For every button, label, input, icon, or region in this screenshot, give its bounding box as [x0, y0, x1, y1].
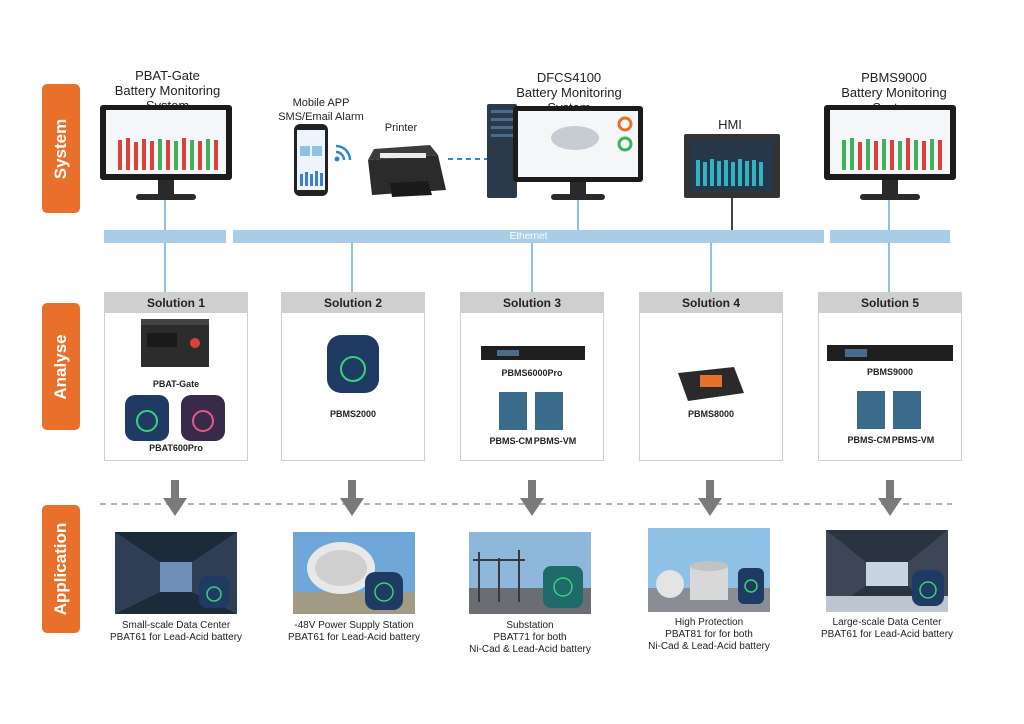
- pbms2000-device-image: [327, 335, 379, 393]
- solution-box-4: Solution 4 PBMS8000: [639, 292, 783, 461]
- solution-title: Solution 1: [105, 293, 247, 313]
- section-label: Application: [51, 522, 70, 616]
- connector-line: [164, 243, 166, 293]
- connector-line: [731, 198, 733, 230]
- dfcs-server-image: [487, 104, 643, 200]
- substation-image: [469, 532, 591, 614]
- small-data-center-image: [115, 532, 237, 614]
- device-label: PBAT-Gate: [152, 379, 200, 389]
- pbms9000-monitor-image: [824, 105, 956, 200]
- application-label-5: Large-scale Data Center PBAT61 for Lead-…: [811, 617, 963, 641]
- connector-line: [710, 243, 712, 293]
- pbat-gate-device-image: [141, 319, 209, 367]
- ethernet-bar: Ethernet: [233, 230, 824, 243]
- printer-label: Printer: [384, 122, 418, 134]
- system-title: PBAT-Gate: [135, 68, 200, 83]
- high-protection-image: [648, 528, 770, 612]
- device-label: PBMS9000: [866, 367, 914, 377]
- section-separator: [100, 503, 952, 505]
- application-line: Small-scale Data Center: [121, 620, 231, 631]
- application-line: -48V Power Supply Station: [294, 620, 414, 631]
- mobile-phone-image: [294, 124, 352, 196]
- pbms8000-device-image: [678, 367, 744, 401]
- solution-box-3: Solution 3 PBMS6000Pro PBMS-CM PBMS-VM: [460, 292, 604, 461]
- connector-line: [351, 243, 353, 293]
- application-label-1: Small-scale Data Center PBAT61 for Lead-…: [100, 620, 252, 644]
- solution-title: Solution 4: [640, 293, 782, 313]
- solution-box-5: Solution 5 PBMS9000 PBMS-CM PBMS-VM: [818, 292, 962, 461]
- device-label: PBMS-CM: [489, 436, 533, 446]
- connection-dashes: [448, 158, 488, 160]
- down-arrow-icon: [698, 480, 722, 516]
- mobile-label: Mobile APP SMS/Email Alarm: [272, 96, 370, 124]
- section-tab-application: Application: [42, 505, 80, 633]
- system-title: DFCS4100: [536, 70, 602, 85]
- device-label: PBMS8000: [687, 409, 735, 419]
- application-line: Large-scale Data Center: [832, 617, 942, 628]
- application-line: High Protection: [674, 617, 744, 628]
- down-arrow-icon: [163, 480, 187, 516]
- device-label: PBMS2000: [329, 409, 377, 419]
- down-arrow-icon: [520, 480, 544, 516]
- pbms6000pro-device-image: [481, 346, 585, 360]
- section-label: Analyse: [51, 333, 70, 400]
- application-line: PBAT61 for Lead-Acid battery: [820, 629, 954, 640]
- system-title: PBMS9000: [861, 70, 927, 85]
- ethernet-label: Ethernet: [509, 231, 548, 242]
- mobile-line2: SMS/Email Alarm: [278, 111, 364, 123]
- device-label: PBMS6000Pro: [501, 368, 563, 378]
- pbms-cm-vm-device-image: [857, 391, 921, 429]
- solution-title: Solution 5: [819, 293, 961, 313]
- large-data-center-image: [826, 530, 948, 612]
- section-label: System: [51, 118, 70, 179]
- connector-line: [531, 243, 533, 293]
- application-line: PBAT61 for Lead-Acid battery: [109, 632, 243, 643]
- application-line: PBAT71 for both: [493, 632, 567, 643]
- connector-line: [577, 200, 579, 230]
- solution-title: Solution 3: [461, 293, 603, 313]
- pbms-cm-vm-device-image: [499, 392, 563, 430]
- section-tab-analyse: Analyse: [42, 303, 80, 430]
- application-line: PBAT61 for Lead-Acid battery: [287, 632, 421, 643]
- device-label: PBMS-VM: [891, 435, 935, 445]
- application-line: Substation: [506, 620, 554, 631]
- ethernet-bar-right: [830, 230, 950, 243]
- application-line: Ni-Cad & Lead-Acid battery: [469, 644, 591, 655]
- connector-line: [888, 200, 890, 230]
- device-label: PBMS-VM: [533, 436, 577, 446]
- solution-box-2: Solution 2 PBMS2000: [281, 292, 425, 461]
- pbat600pro-device-image: [125, 395, 225, 441]
- application-line: Ni-Cad & Lead-Acid battery: [648, 641, 770, 652]
- down-arrow-icon: [340, 480, 364, 516]
- solution-title: Solution 2: [282, 293, 424, 313]
- application-label-3: Substation PBAT71 for both Ni-Cad & Lead…: [454, 620, 606, 656]
- ethernet-bar-left: [104, 230, 226, 243]
- hmi-label: HMI: [718, 117, 742, 132]
- hmi-panel-image: [684, 134, 780, 198]
- section-tab-system: System: [42, 84, 80, 213]
- connector-line: [164, 200, 166, 230]
- pbms9000-device-image: [827, 345, 953, 361]
- application-line: PBAT81 for for both: [665, 629, 753, 640]
- connector-line: [888, 243, 890, 293]
- application-label-4: High Protection PBAT81 for for both Ni-C…: [633, 617, 785, 653]
- power-station-image: [293, 532, 415, 614]
- device-label: PBAT600Pro: [149, 443, 203, 453]
- device-label: PBMS-CM: [847, 435, 891, 445]
- pbat-gate-monitor-image: [100, 105, 232, 200]
- solution-box-1: Solution 1 PBAT-Gate PBAT600Pro: [104, 292, 248, 461]
- down-arrow-icon: [878, 480, 902, 516]
- printer-image: [368, 145, 446, 197]
- mobile-line1: Mobile APP: [292, 97, 350, 109]
- application-label-2: -48V Power Supply Station PBAT61 for Lea…: [278, 620, 430, 644]
